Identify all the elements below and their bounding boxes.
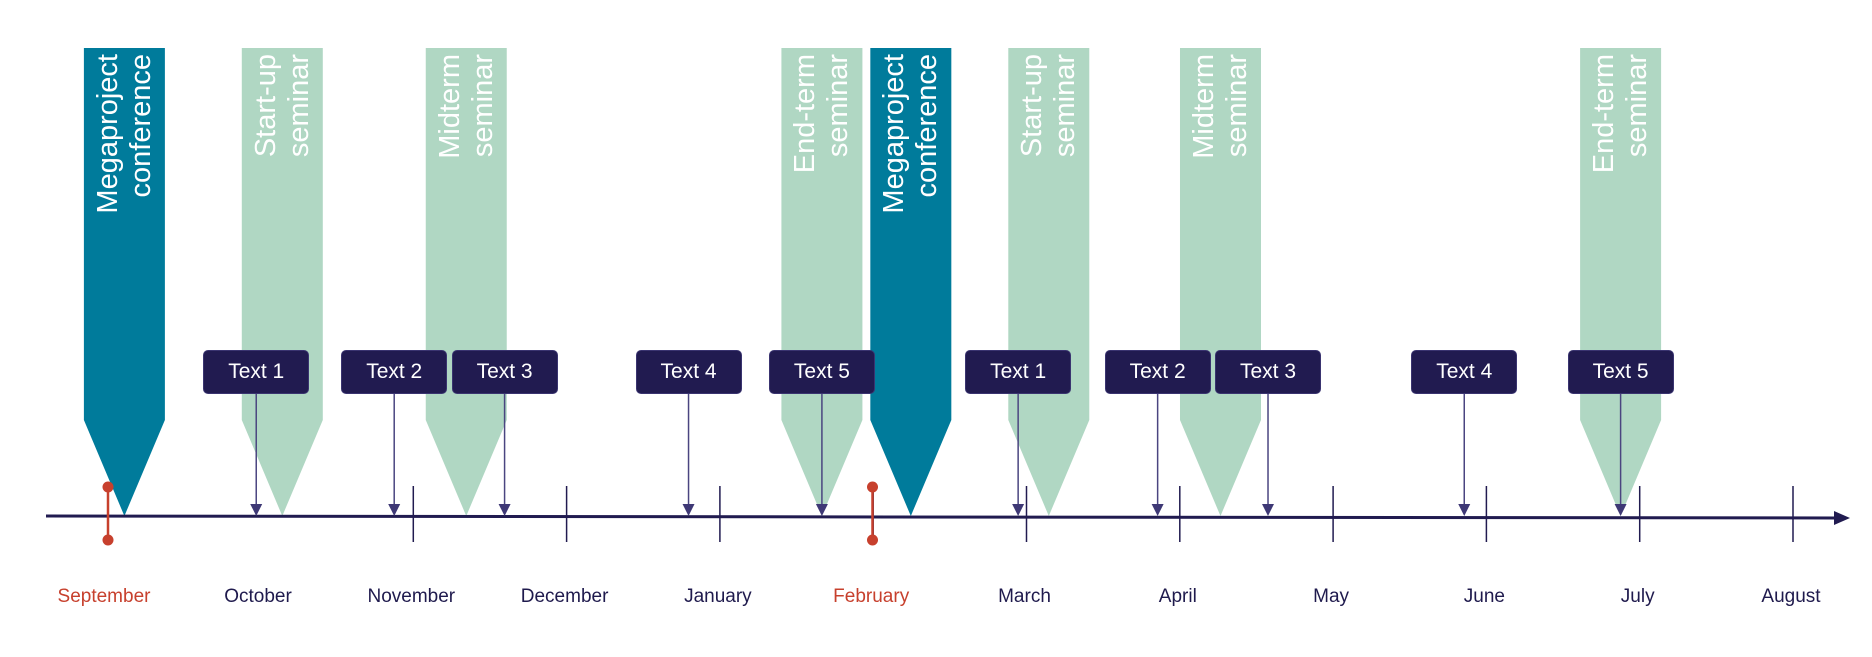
seminar-banner — [781, 48, 863, 516]
event-label-line2: seminar — [821, 54, 854, 158]
highlight-marker-dot — [867, 534, 878, 546]
event-label-line1: Midterm — [433, 54, 466, 159]
text-box: Text 5 — [1567, 350, 1674, 394]
month-label: December — [520, 586, 609, 607]
month-label: January — [684, 586, 752, 607]
event-label-line2: seminar — [1220, 54, 1253, 158]
event-label-line1: End-term — [1588, 54, 1621, 174]
month-label: November — [367, 586, 456, 607]
pointer-arrowhead — [1012, 504, 1025, 516]
event-label-line1: Megaproject — [878, 54, 911, 214]
text-box: Text 4 — [635, 350, 742, 394]
month-label: February — [833, 586, 910, 607]
month-label: March — [998, 586, 1051, 607]
pointer-arrowhead — [1614, 504, 1627, 516]
seminar-banner — [1008, 48, 1090, 516]
highlight-marker-dot — [867, 481, 878, 493]
pointer-arrowhead — [815, 504, 828, 516]
event-label-line2: seminar — [1620, 54, 1653, 158]
text-box: Text 2 — [341, 350, 448, 394]
event-label-line1: Start-up — [1016, 54, 1049, 158]
pointer-arrowhead — [1458, 504, 1471, 516]
event-label-line2: conference — [124, 54, 157, 198]
pointer-arrowhead — [682, 504, 695, 516]
event-label-line2: conference — [910, 54, 943, 198]
conference-banner — [83, 48, 165, 516]
event-label-line1: Megaproject — [91, 54, 124, 214]
axis-arrowhead — [1834, 511, 1850, 525]
month-label: September — [57, 586, 151, 607]
month-label: April — [1158, 586, 1197, 607]
seminar-banner — [425, 48, 507, 516]
text-box: Text 3 — [1215, 350, 1321, 394]
seminar-banner — [241, 48, 323, 516]
event-label-line2: seminar — [282, 54, 315, 158]
highlight-marker-dot — [102, 481, 114, 493]
month-label: May — [1313, 586, 1350, 607]
text-box: Text 5 — [768, 350, 875, 394]
event-label-line1: Midterm — [1188, 54, 1221, 159]
text-box: Text 4 — [1411, 350, 1518, 394]
timeline-axis — [45, 514, 1839, 520]
month-label: October — [224, 586, 292, 607]
month-label: July — [1620, 586, 1655, 607]
pointer-arrowhead — [1151, 504, 1164, 516]
text-box: Text 3 — [451, 350, 558, 394]
text-box: Text 2 — [1104, 350, 1211, 394]
text-box: Text 1 — [203, 350, 310, 394]
highlight-marker-dot — [102, 534, 114, 546]
event-label-line1: End-term — [789, 54, 822, 174]
pointer-arrowhead — [250, 504, 263, 516]
month-label: August — [1761, 586, 1821, 607]
event-label-line2: seminar — [1048, 54, 1081, 158]
event-label-line2: seminar — [466, 54, 499, 158]
seminar-banner — [1580, 48, 1662, 516]
pointer-arrowhead — [1262, 504, 1275, 516]
month-label: June — [1463, 586, 1505, 607]
pointer-arrowhead — [388, 504, 401, 516]
pointer-arrowhead — [498, 504, 511, 516]
text-box: Text 1 — [965, 350, 1072, 394]
seminar-banner — [1179, 48, 1261, 516]
event-label-line1: Start-up — [249, 54, 282, 158]
conference-banner — [870, 48, 952, 516]
